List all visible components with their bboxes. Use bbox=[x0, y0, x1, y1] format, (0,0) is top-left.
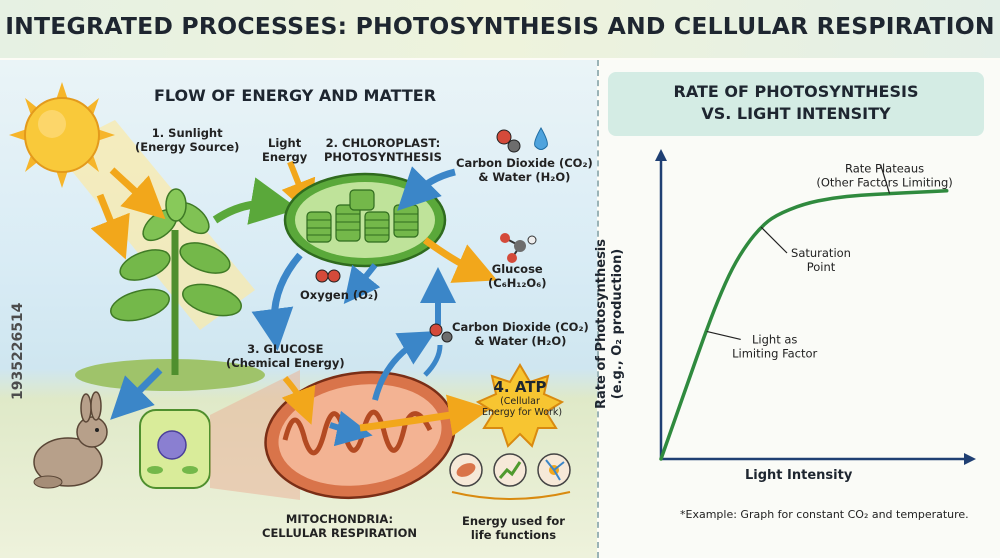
sunlight-arrow-plant bbox=[109, 167, 166, 220]
mito-internal-arrow bbox=[329, 410, 373, 447]
annotation-leader-2 bbox=[879, 164, 891, 194]
oxygen-molecule-icon bbox=[315, 269, 341, 283]
plant-to-chloroplast-arrow bbox=[212, 177, 299, 225]
glucose-chem-label: 3. GLUCOSE(Chemical Energy) bbox=[226, 342, 345, 370]
annotation-text-1-0: Saturation bbox=[791, 246, 851, 260]
panel-divider bbox=[597, 60, 599, 558]
flow-illustration: 1935226514 bbox=[9, 82, 571, 500]
series-line-0 bbox=[659, 189, 949, 461]
growth-chart-icon bbox=[493, 453, 527, 487]
y-axis-label: Rate of Photosynthesis(e.g., O₂ producti… bbox=[594, 239, 625, 409]
co2-in-arrow bbox=[397, 166, 456, 211]
page-title: INTEGRATED PROCESSES: PHOTOSYNTHESIS AND… bbox=[5, 12, 995, 40]
chloroplast-to-glucose-arrow bbox=[251, 252, 303, 351]
sunlight-label: 1. Sunlight(Energy Source) bbox=[135, 126, 240, 154]
sunlight-arrow-plant-2 bbox=[90, 193, 130, 260]
chart-title-box bbox=[608, 72, 984, 136]
glucose-to-mito-arrow bbox=[281, 376, 316, 425]
water-drop-icon bbox=[534, 126, 548, 150]
chart-title-line2: VS. LIGHT INTENSITY bbox=[701, 104, 891, 123]
flow-heading: FLOW OF ENERGY AND MATTER bbox=[153, 86, 437, 105]
x-axis-label: Light Intensity bbox=[745, 468, 853, 483]
y-axis-arrowhead bbox=[655, 149, 667, 161]
chart-title-line1: RATE OF PHOTOSYNTHESIS bbox=[673, 82, 919, 101]
molecule-icon bbox=[496, 129, 521, 153]
glucose-formula-label: Glucose(C₆H₁₂O₆) bbox=[488, 262, 547, 290]
oxygen-label: Oxygen (O₂) bbox=[300, 288, 379, 302]
x-axis-arrowhead bbox=[964, 453, 976, 465]
mito-to-co2-arrow bbox=[372, 331, 436, 401]
mito-to-atp-arrow bbox=[359, 394, 491, 437]
co2-molecule-icon bbox=[429, 323, 453, 343]
annotation-leader-0 bbox=[706, 330, 741, 340]
annotation-text-0-1: Limiting Factor bbox=[732, 346, 817, 360]
annotation-text-0-0: Light as bbox=[752, 332, 797, 346]
plant-cell-icon bbox=[139, 409, 211, 489]
plant-to-rabbit-arrow bbox=[110, 367, 163, 420]
atp-burst-icon bbox=[475, 363, 565, 448]
glucose-out-arrow bbox=[422, 237, 498, 283]
co2-water-mid-label: Carbon Dioxide (CO₂)& Water (H₂O) bbox=[452, 320, 589, 348]
watermark-id: 1935226514 bbox=[10, 302, 26, 400]
annotation-text-2-1: (Other Factors Limiting) bbox=[816, 176, 952, 190]
mitochondria-label: MITOCHONDRIA:CELLULAR RESPIRATION bbox=[262, 512, 418, 540]
title-bar bbox=[0, 0, 1000, 58]
footnote: *Example: Graph for constant CO₂ and tem… bbox=[680, 508, 969, 521]
annotation-text-1-1: Point bbox=[807, 260, 836, 274]
sun-icon bbox=[9, 82, 115, 188]
chloroplast-label: 2. CHLOROPLAST:PHOTOSYNTHESIS bbox=[324, 136, 442, 164]
oxygen-out-arrow bbox=[343, 263, 381, 305]
plant-icon bbox=[110, 188, 242, 375]
co2-return-stem bbox=[423, 344, 443, 377]
right-panel bbox=[600, 60, 1000, 558]
atp-label: 4. ATP bbox=[493, 378, 547, 396]
life-functions-bracket bbox=[451, 491, 571, 500]
neuron-icon bbox=[537, 453, 571, 487]
co2-water-top-label: Carbon Dioxide (CO₂)& Water (H₂O) bbox=[456, 156, 593, 184]
annotation-text-2-0: Rate Plateaus bbox=[845, 162, 924, 176]
muscle-icon bbox=[449, 453, 483, 487]
annotation-leader-1 bbox=[760, 226, 788, 254]
rabbit-icon bbox=[33, 391, 108, 489]
glucose-molecule-icon bbox=[500, 233, 537, 263]
